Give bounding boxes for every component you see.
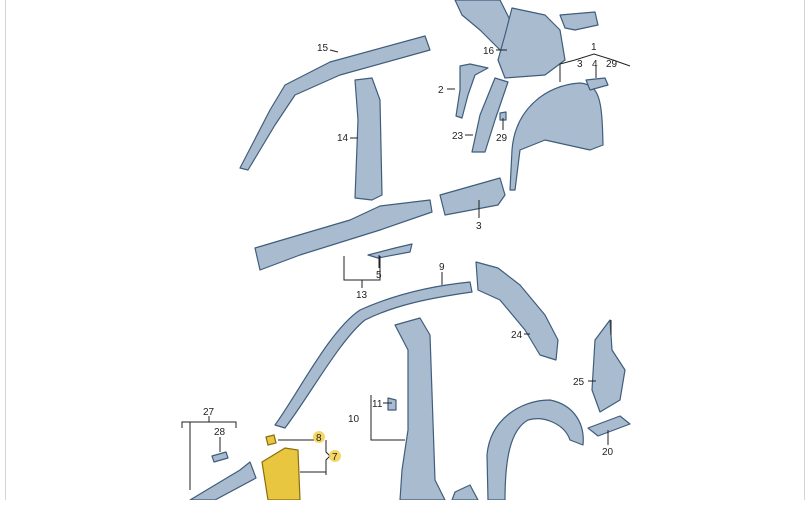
label-28[interactable]: 28 xyxy=(214,427,226,438)
highlight-marker-7 xyxy=(329,450,341,462)
part-5-bracket[interactable] xyxy=(367,243,413,259)
part-4-bracket[interactable] xyxy=(585,77,609,91)
part-28-clip[interactable] xyxy=(211,451,229,463)
part-8-nut-highlighted[interactable] xyxy=(265,434,277,446)
part-16-rear-panel[interactable] xyxy=(497,7,566,79)
part-3-sill-rear[interactable] xyxy=(439,177,506,216)
part-25-bracket[interactable] xyxy=(591,319,626,413)
part-29-clip[interactable] xyxy=(499,111,507,121)
part-13-sill[interactable] xyxy=(254,199,433,271)
label-3[interactable]: 3 xyxy=(476,221,482,232)
label-1-29[interactable]: 29 xyxy=(606,59,618,70)
part-14-b-pillar[interactable] xyxy=(354,77,383,201)
part-23-pillar-trim[interactable] xyxy=(471,77,509,153)
leader-lines xyxy=(181,49,631,490)
label-11[interactable]: 11 xyxy=(372,399,383,410)
label-24[interactable]: 24 xyxy=(511,330,523,341)
part-bracket-top-right[interactable] xyxy=(559,11,599,31)
left-border xyxy=(5,0,6,500)
label-8[interactable]: 8 xyxy=(316,433,322,444)
part-20-bracket[interactable] xyxy=(587,415,631,437)
highlight-marker-8 xyxy=(313,431,325,443)
label-7[interactable]: 7 xyxy=(332,452,338,463)
label-9[interactable]: 9 xyxy=(439,262,445,273)
part-10-b-pillar[interactable] xyxy=(394,317,446,501)
label-1-3[interactable]: 3 xyxy=(577,59,583,70)
label-14[interactable]: 14 xyxy=(337,133,349,144)
part-11-clip[interactable] xyxy=(387,397,397,411)
part-15-roof-rail[interactable] xyxy=(239,35,431,171)
part-2-bracket[interactable] xyxy=(455,63,489,119)
label-13[interactable]: 13 xyxy=(356,290,368,301)
right-border xyxy=(804,0,805,500)
label-5[interactable]: 5 xyxy=(376,270,382,281)
part-wheel-arch-rear[interactable] xyxy=(486,399,584,501)
label-1[interactable]: 1 xyxy=(591,42,597,53)
label-1-4[interactable]: 4 xyxy=(592,59,598,70)
label-16[interactable]: 16 xyxy=(483,46,495,57)
part-bottom-center[interactable] xyxy=(451,484,479,501)
part-27-pillar-front[interactable] xyxy=(189,461,257,501)
part-7-reinforcement-highlighted[interactable] xyxy=(261,447,301,501)
label-20[interactable]: 20 xyxy=(602,447,614,458)
label-2[interactable]: 2 xyxy=(438,85,444,96)
part-24-rear-pillar[interactable] xyxy=(475,261,559,361)
label-27[interactable]: 27 xyxy=(203,407,215,418)
label-25[interactable]: 25 xyxy=(573,377,585,388)
label-29[interactable]: 29 xyxy=(496,133,508,144)
part-1-wheel-arch[interactable] xyxy=(509,82,604,191)
label-15[interactable]: 15 xyxy=(317,43,329,54)
label-23[interactable]: 23 xyxy=(452,131,464,142)
label-10[interactable]: 10 xyxy=(348,414,360,425)
part-9-roof-rail[interactable] xyxy=(274,281,473,429)
